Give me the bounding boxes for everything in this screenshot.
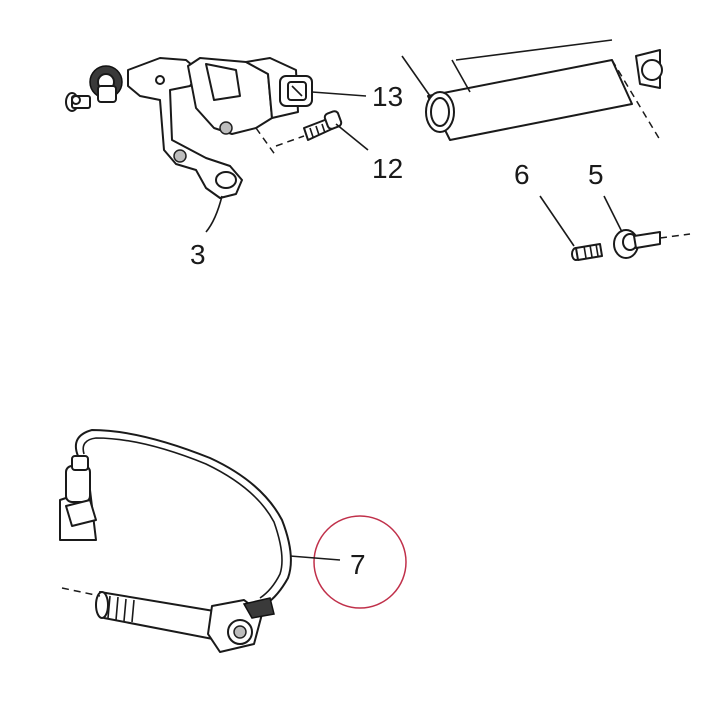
washer-part xyxy=(65,92,91,112)
bracket-assembly xyxy=(65,57,313,199)
callout-12: 12 xyxy=(372,153,403,184)
callout-6: 6 xyxy=(514,159,530,190)
leader-6 xyxy=(539,195,575,247)
leader-3 xyxy=(205,195,223,233)
leader-12 xyxy=(335,123,369,151)
callout-5: 5 xyxy=(588,159,604,190)
screw-part-12 xyxy=(275,110,343,147)
bolt-part-6 xyxy=(571,243,603,261)
callout-3: 3 xyxy=(190,239,206,270)
leader-7 xyxy=(289,555,341,561)
callout-7: 7 xyxy=(350,549,366,580)
axle-tube xyxy=(401,39,663,141)
nut-part-5 xyxy=(613,229,691,259)
sensor-connector xyxy=(279,75,313,107)
speed-sensor-cable xyxy=(59,429,292,653)
sensor-housing xyxy=(187,57,299,135)
leader-5 xyxy=(603,195,623,233)
gear-part xyxy=(89,65,123,103)
bracket-eye xyxy=(215,171,237,189)
callout-13: 13 xyxy=(372,81,403,112)
highlight-circle-7 xyxy=(313,515,407,609)
bracket-bolt xyxy=(173,149,187,163)
leader-13 xyxy=(311,91,367,97)
